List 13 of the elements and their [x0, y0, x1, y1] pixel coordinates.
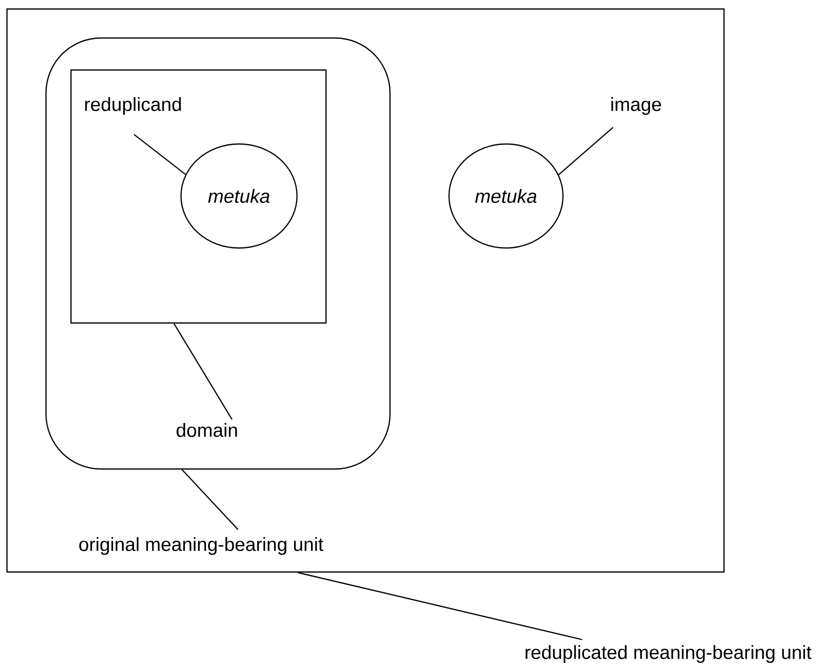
label-text: reduplicated meaning-bearing unit — [526, 645, 812, 663]
leader-line — [134, 134, 186, 175]
rounded-box — [45, 37, 391, 470]
rectangle-box — [70, 69, 327, 324]
label-text: original meaning-bearing unit — [79, 537, 324, 555]
leader-line — [558, 127, 614, 176]
label-text: image — [611, 97, 662, 115]
leader-line — [182, 469, 238, 530]
rectangle-box — [6, 8, 725, 573]
label-text: domain — [176, 423, 237, 437]
label-text: reduplicand — [85, 97, 181, 115]
leader-line — [298, 572, 582, 640]
leader-line — [174, 323, 233, 420]
